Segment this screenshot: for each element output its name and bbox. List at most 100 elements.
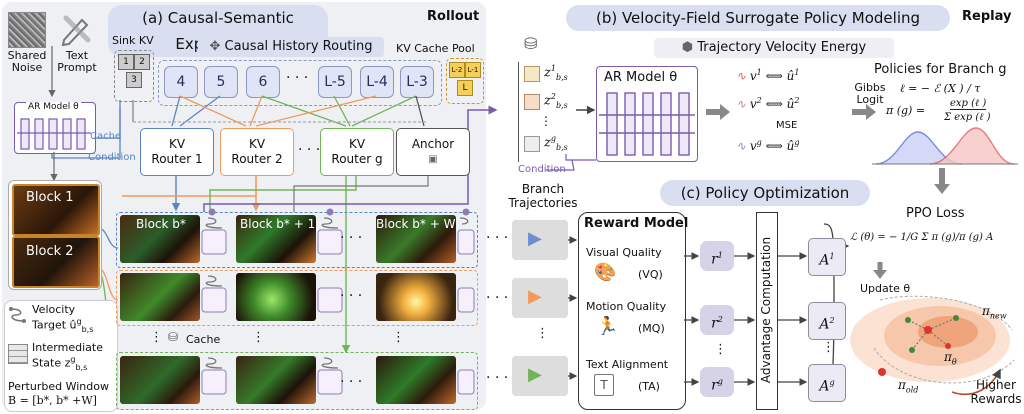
velocity-sub: b,s bbox=[81, 324, 94, 334]
update-label: Update θ bbox=[860, 282, 911, 295]
state-label: z1b,s bbox=[544, 64, 568, 82]
router-ellipsis: · · · bbox=[298, 142, 321, 158]
reward-model-box bbox=[578, 212, 686, 410]
contour-line bbox=[873, 347, 1015, 384]
state-grid-icon bbox=[524, 66, 540, 82]
rollout-tag: Rollout bbox=[427, 9, 480, 24]
advantage-value-box: A2 bbox=[808, 302, 846, 340]
block-2-label: Block 2 bbox=[26, 244, 74, 259]
r-2-sup: 2 bbox=[717, 315, 723, 324]
route-line bbox=[249, 95, 263, 127]
sink-kv-label: Sink KV bbox=[112, 34, 154, 47]
causal-routing-label: Causal History Routing bbox=[224, 39, 373, 54]
state-2-sub: b,s bbox=[555, 100, 568, 110]
trajectory-clip bbox=[512, 220, 568, 260]
causal-routing-header: ✥ Causal History Routing bbox=[198, 37, 384, 57]
update-ray bbox=[911, 329, 929, 351]
routerg-line bbox=[209, 176, 357, 212]
database-icon: ⛁ bbox=[168, 330, 179, 344]
branch-ellipsis: · · · bbox=[486, 290, 509, 306]
a-g-sup: g bbox=[829, 378, 835, 387]
policy-title: (c) Policy Optimization bbox=[660, 180, 870, 206]
state-grid-icon bbox=[457, 287, 475, 313]
block-bstar1-label: Block b* + 1 bbox=[240, 217, 316, 231]
landscape-inner bbox=[918, 316, 978, 348]
velocity-icon: ∿ bbox=[736, 139, 747, 153]
branch-ellipsis: · · · bbox=[486, 370, 509, 386]
velocity-icon bbox=[459, 217, 469, 225]
pool-cell: L-2 bbox=[449, 62, 465, 78]
reward-value-box: r2 bbox=[700, 305, 734, 335]
velocity-icon bbox=[321, 357, 339, 369]
velocity-pair-g: ∿ vg ⟺ ûg bbox=[736, 138, 846, 153]
pencil-ruler-icon bbox=[58, 12, 94, 47]
block-1-image bbox=[12, 184, 100, 236]
state-g-sup: g bbox=[550, 134, 556, 143]
trajectory-clip bbox=[512, 356, 568, 396]
ar-model-large-layers bbox=[599, 92, 695, 156]
state-grid-icon bbox=[457, 369, 475, 395]
replay-tag: Replay bbox=[962, 9, 1012, 24]
vertical-ellipsis: ⋮ bbox=[252, 330, 265, 345]
state-grid-icon bbox=[524, 94, 540, 110]
update-ray bbox=[927, 329, 949, 347]
v-2-sup: 2 bbox=[756, 96, 762, 105]
row1-ellipsis: · · · bbox=[340, 230, 363, 246]
condition-arrow bbox=[51, 108, 121, 159]
motion-quality-label: Motion Quality bbox=[586, 300, 667, 313]
velocity-sup: g bbox=[76, 317, 82, 326]
node-dot bbox=[326, 208, 334, 216]
state-2-base: z bbox=[544, 93, 551, 109]
state-grid-icon bbox=[457, 229, 475, 255]
kv-cell: 4 bbox=[164, 66, 198, 98]
visual-quality-abbr: (VQ) bbox=[638, 268, 663, 281]
route-line bbox=[255, 95, 377, 127]
state-grid-icon bbox=[201, 369, 227, 395]
pi-old-sub: old bbox=[905, 385, 919, 395]
route-line bbox=[171, 95, 181, 127]
video-frame bbox=[120, 215, 200, 263]
state-g-sub: b,s bbox=[555, 142, 568, 152]
thick-arrow-head bbox=[873, 270, 887, 279]
ppo-formula: ℒ (θ) = − 1/G Σ π (g)/π (g) A bbox=[850, 232, 994, 243]
velocity-icon bbox=[8, 306, 28, 324]
pi-new: π bbox=[982, 304, 990, 318]
lock-icon: ▣ bbox=[428, 154, 438, 165]
ppo-title: PPO Loss bbox=[906, 206, 965, 221]
pool-cell: L bbox=[457, 80, 473, 96]
v-1-sup: 1 bbox=[756, 68, 762, 77]
state-grid-icon bbox=[8, 344, 28, 364]
block-bstar-label: Block b* bbox=[136, 217, 186, 231]
node-dot bbox=[208, 208, 216, 216]
velocity-icon: ∿ bbox=[736, 69, 747, 83]
cache-label: Cache bbox=[90, 131, 122, 142]
velocity-icon bbox=[205, 217, 223, 229]
double-arrow-icon: ⟺ bbox=[765, 139, 783, 153]
advantage-value-box: Ag bbox=[808, 364, 846, 402]
state-label: zgb,s bbox=[544, 134, 568, 152]
r-g: r bbox=[711, 377, 718, 394]
video-frame bbox=[120, 356, 200, 404]
sample-dot bbox=[945, 343, 951, 349]
anchor-label: Anchor bbox=[411, 137, 455, 151]
v-2: v bbox=[749, 97, 757, 111]
row3-ellipsis: · · · bbox=[340, 374, 363, 390]
video-frame bbox=[120, 273, 200, 321]
state-grid-icon bbox=[524, 136, 540, 152]
kv-router-1: KV Router 1 bbox=[140, 128, 214, 176]
r-2: r bbox=[711, 315, 718, 332]
motion-quality-abbr: (MQ) bbox=[638, 322, 665, 335]
state-sub: b,s bbox=[75, 362, 88, 372]
kv-router-1-label: KV Router 1 bbox=[151, 137, 203, 166]
kv-router-g-label: KV Router g bbox=[331, 137, 383, 166]
state-grid-icon bbox=[201, 287, 227, 313]
velocity-target-text: Velocity Target û bbox=[32, 303, 77, 332]
policy-dist-red bbox=[929, 127, 1015, 165]
video-frame bbox=[236, 215, 316, 263]
state-grid-icon bbox=[201, 229, 227, 255]
policies-title: Policies for Branch g bbox=[874, 62, 1007, 77]
network-icon: ✥ bbox=[209, 39, 225, 54]
route-line bbox=[261, 95, 347, 127]
video-frame bbox=[236, 273, 316, 321]
a-1-sup: 1 bbox=[829, 252, 835, 261]
